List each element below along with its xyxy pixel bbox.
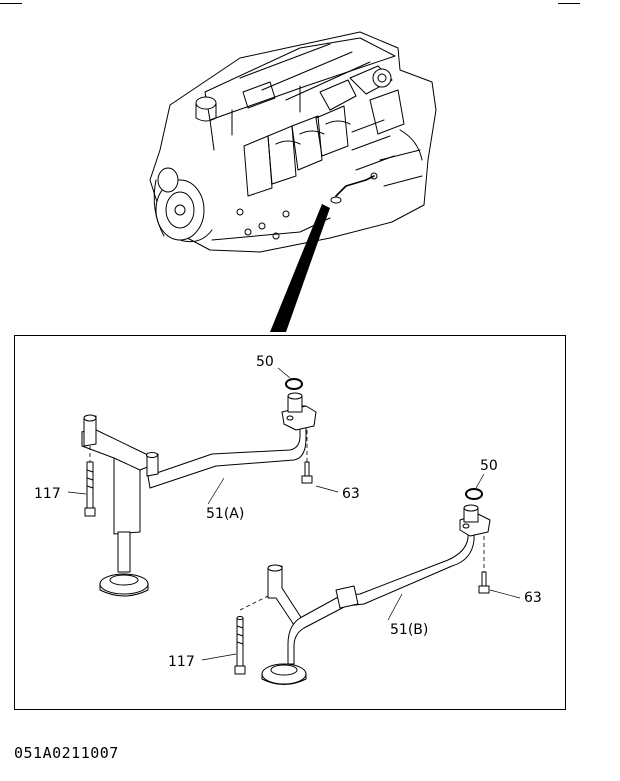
callout-117-lower: 117 — [168, 654, 195, 670]
engine-overview-illustration — [149, 31, 437, 253]
oil-pipe-a-assembly — [81, 392, 317, 597]
callout-117-upper: 117 — [34, 486, 61, 502]
callout-63-lower: 63 — [524, 590, 542, 606]
bolt-117-upper — [84, 446, 96, 517]
callout-51a: 51(A) — [206, 506, 244, 522]
bolt-63-upper — [301, 430, 313, 484]
top-left-rule — [0, 3, 22, 4]
o-ring-50-lower — [465, 488, 483, 500]
leader-lines — [67, 367, 521, 661]
bolt-63-lower — [478, 536, 490, 594]
detail-leader — [270, 204, 330, 332]
callout-50-upper: 50 — [256, 354, 274, 370]
callout-51b: 51(B) — [390, 622, 428, 638]
oil-pipe-b-assembly — [261, 504, 491, 685]
o-ring-50-upper — [285, 378, 303, 390]
bolt-117-lower — [234, 595, 269, 675]
top-right-rule — [558, 3, 580, 4]
drawing-code: 051A0211007 — [14, 744, 119, 762]
detail-frame — [14, 335, 566, 710]
callout-63-upper: 63 — [342, 486, 360, 502]
callout-50-lower: 50 — [480, 458, 498, 474]
